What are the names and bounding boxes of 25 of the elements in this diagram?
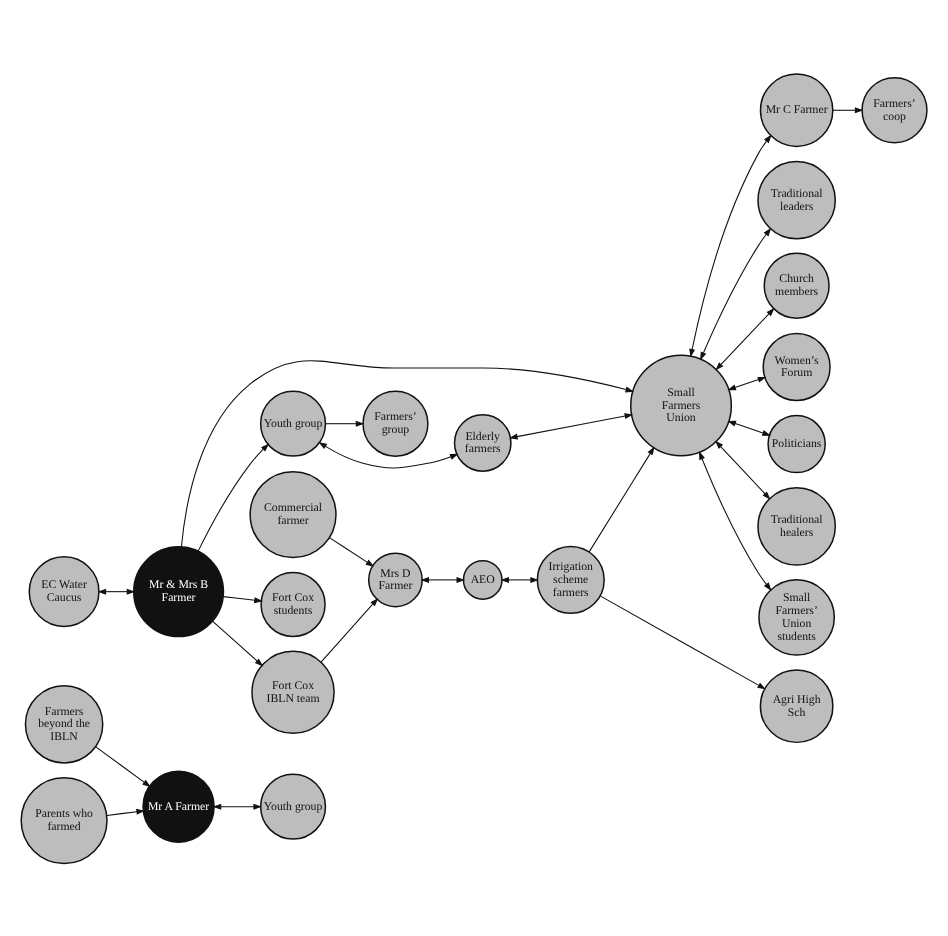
arrow xyxy=(689,133,772,357)
arrow xyxy=(700,226,772,360)
arrow xyxy=(509,412,634,439)
arrow xyxy=(197,442,270,551)
arrow xyxy=(420,575,466,582)
arrow xyxy=(318,440,459,468)
arrow xyxy=(211,619,264,666)
arrow xyxy=(500,575,539,582)
arrow xyxy=(727,375,767,390)
arrow xyxy=(325,419,365,426)
arrow xyxy=(715,439,771,499)
arrow xyxy=(329,536,375,566)
arrow xyxy=(832,106,864,113)
arrow xyxy=(95,745,151,787)
arrow xyxy=(97,587,136,594)
arrow xyxy=(212,802,262,809)
arrow xyxy=(727,419,771,435)
arrow xyxy=(715,306,775,370)
arrow xyxy=(588,445,655,552)
arrow xyxy=(698,450,772,590)
arrow xyxy=(320,596,379,662)
arrow xyxy=(599,594,766,689)
arrow xyxy=(106,807,145,815)
arrow xyxy=(222,595,263,603)
arrow xyxy=(180,359,635,547)
